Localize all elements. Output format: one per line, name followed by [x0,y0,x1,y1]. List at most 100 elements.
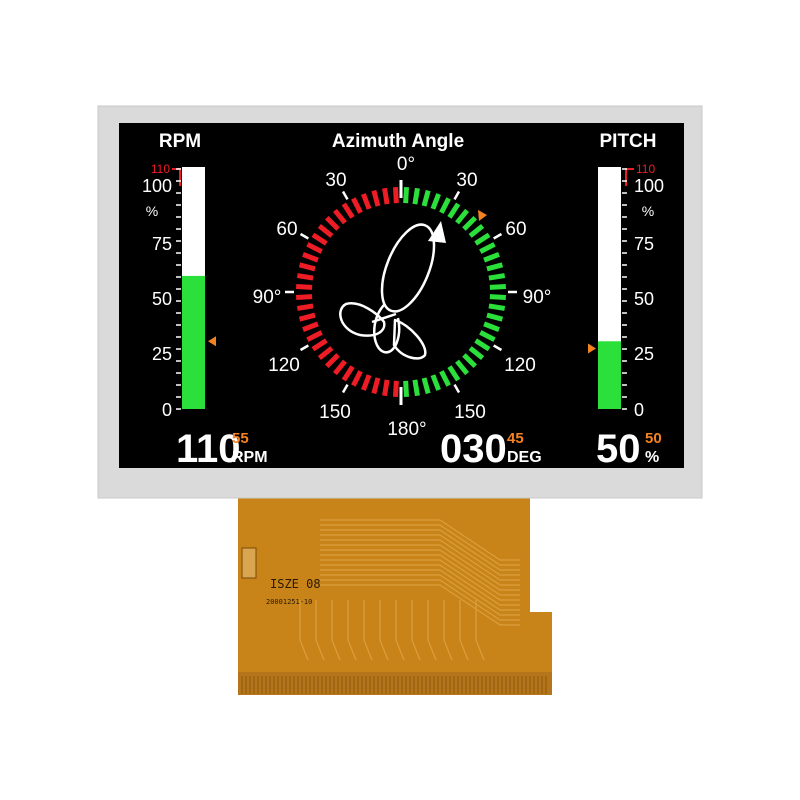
flex-trace [331,600,341,661]
flex-trace [320,544,520,586]
rpm-setpoint-marker [208,336,216,347]
pitch-tick-75: 75 [634,234,654,254]
azimuth-tick [298,312,316,322]
flex-trace [320,534,520,576]
azimuth-label-right-30: 30 [456,170,477,191]
azimuth-tick [311,232,328,246]
azimuth-label-left-60: 60 [276,219,297,240]
azimuth-tick [421,189,431,207]
azimuth-tick [447,202,461,219]
azimuth-tick [430,193,441,210]
azimuth-tick [455,359,470,376]
azimuth-major-mark [341,190,349,200]
azimuth-label-right-60: 60 [505,219,526,240]
azimuth-tick [311,338,328,352]
flex-code: 20001251-10 [266,598,312,606]
azimuth-tick [489,284,506,290]
azimuth-tick [296,294,313,300]
azimuth-tick [474,232,491,246]
azimuth-tick [296,303,314,311]
azimuth-readout-setpoint: 45 [507,430,524,447]
azimuth-tick [439,197,451,214]
azimuth-tick [296,284,313,290]
flex-trace [475,600,485,661]
azimuth-label-left-90: 90° [253,287,282,308]
azimuth-tick [361,193,372,210]
rpm-tick-100: 100 [142,176,172,196]
rpm-tick-50: 50 [152,289,172,309]
flex-trace [320,519,520,561]
azimuth-tick [486,262,504,272]
rpm-bar-fill [182,275,205,409]
pitch-bar-fill [598,341,621,409]
flex-label: ISZE 08 [270,577,321,591]
rpm-title: RPM [159,131,201,152]
azimuth-tick [462,215,478,231]
azimuth-tick [462,353,478,369]
azimuth-tick [296,273,314,281]
azimuth-tick [382,187,390,205]
rpm-minor-ticks [176,168,181,410]
pitch-tick-100: 100 [634,176,664,196]
azimuth-major-mark [299,232,309,240]
azimuth-tick [302,252,319,263]
flex-trace [395,600,405,661]
azimuth-tick [361,374,372,391]
flex-component [241,547,257,579]
azimuth-major-mark [493,232,503,240]
azimuth-readout-unit: DEG [507,449,542,466]
pitch-tick-25: 25 [634,344,654,364]
pitch-max-marker: 110 [636,162,655,176]
flex-cable-pins [241,676,547,694]
azimuth-tick [430,374,441,391]
azimuth-readout-value: 030 [440,427,507,471]
azimuth-tick [455,208,470,225]
pitch-unit-symbol: % [642,203,654,219]
azimuth-tick [341,202,355,219]
flex-trace [320,574,520,616]
azimuth-tick [393,380,399,397]
azimuth-label-right-150: 150 [454,402,486,423]
flex-cable-traces [299,519,520,661]
flex-cable-body [238,492,552,695]
azimuth-tick [483,321,500,332]
azimuth-tick [488,303,506,311]
azimuth-gauge: Azimuth Angle 0° 30 30 60 60 90° 90° 120… [253,131,552,471]
rpm-tick-25: 25 [152,344,172,364]
flex-trace [320,524,520,566]
pitch-readout-setpoint: 50 [645,430,662,447]
flex-cable-connector-strip [238,672,552,695]
azimuth-major-mark [493,344,503,352]
propeller-pod-icon [339,223,436,360]
flex-trace [320,539,520,581]
azimuth-tick [412,379,420,397]
azimuth-tick [306,242,323,254]
pitch-setpoint-marker [588,343,596,354]
azimuth-tick [488,273,506,281]
flex-trace [320,549,520,591]
azimuth-tick [317,223,334,238]
rpm-gauge: RPM 110 100 % 75 50 25 0 110 55 RPM [142,131,268,471]
pitch-minor-ticks [622,168,627,410]
azimuth-tick [324,215,340,231]
rpm-readout-unit: RPM [232,449,268,466]
flex-trace [320,579,520,621]
azimuth-tick [332,208,347,225]
azimuth-tick [468,223,485,238]
flex-trace [320,564,520,606]
azimuth-tick [351,370,363,387]
azimuth-tick [483,252,500,263]
azimuth-tick [341,365,355,382]
azimuth-tick [447,365,461,382]
flex-trace [379,600,389,661]
flex-cable: ISZE 08 20001251-10 [238,492,552,695]
rpm-unit-symbol: % [146,203,158,219]
azimuth-tick [332,359,347,376]
pitch-gauge: PITCH 110 100 % 75 50 25 0 50 50 % [588,131,664,471]
azimuth-major-mark [453,190,461,200]
azimuth-scale-ticks [285,187,517,397]
flex-trace [427,600,437,661]
azimuth-tick [468,346,485,361]
flex-trace [315,600,325,661]
rpm-tick-75: 75 [152,234,172,254]
